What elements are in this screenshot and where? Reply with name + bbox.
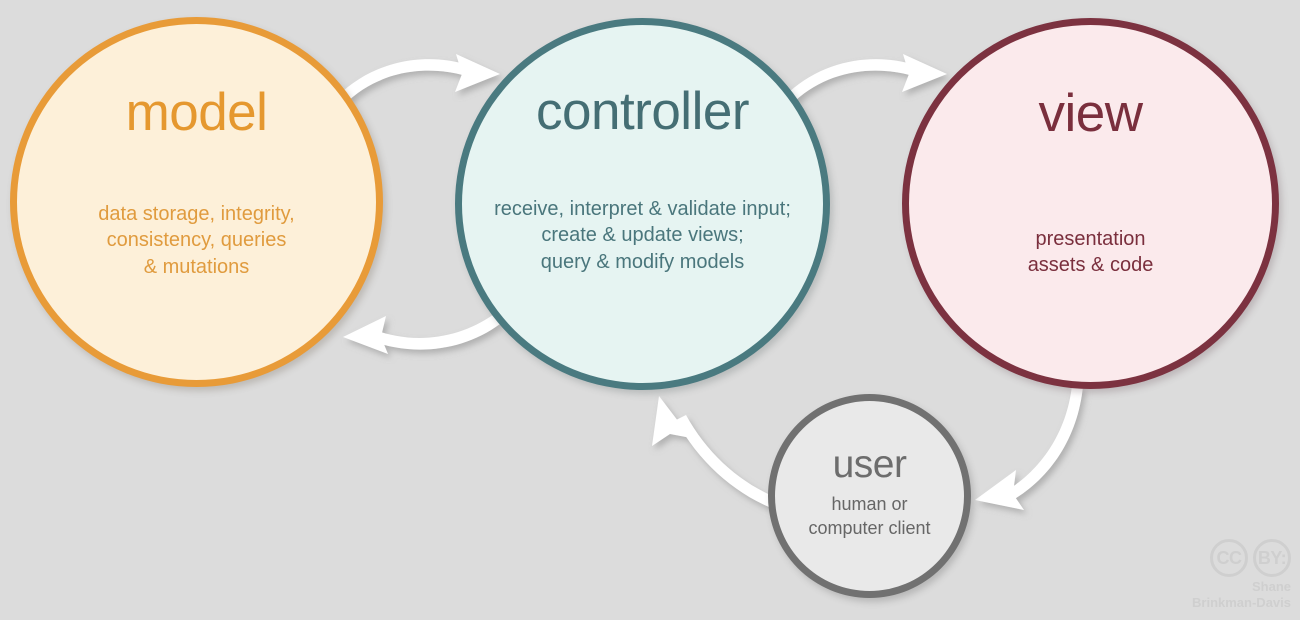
creative-commons-badge: CC BY: Shane Brinkman-Davis: [1192, 539, 1291, 610]
node-model-description: data storage, integrity, consistency, qu…: [98, 203, 295, 278]
cc-marks: CC BY:: [1210, 539, 1291, 578]
arrow-user-to-controller: [652, 396, 786, 512]
node-user-title: user: [832, 443, 907, 486]
node-view-title: view: [1038, 84, 1143, 143]
arrow-view-to-user: [975, 385, 1083, 510]
node-controller-description: receive, interpret & validate input; cre…: [494, 198, 791, 273]
arrow-model-to-controller: [342, 54, 500, 101]
arrow-controller-to-view: [789, 54, 947, 101]
node-model-title: model: [125, 83, 268, 142]
node-model[interactable]: model data storage, integrity, consisten…: [10, 17, 383, 387]
node-controller[interactable]: controller receive, interpret & validate…: [455, 18, 830, 390]
node-user[interactable]: user human or computer client: [768, 394, 971, 598]
node-user-description: human or computer client: [808, 494, 931, 538]
node-view-description: presentation assets & code: [1027, 228, 1154, 277]
node-controller-title: controller: [536, 82, 749, 141]
arrow-controller-to-model: [343, 314, 500, 354]
attribution-by-icon: BY:: [1253, 539, 1291, 578]
author-credit: Shane Brinkman-Davis: [1192, 579, 1291, 610]
creative-commons-icon: CC: [1210, 539, 1248, 578]
node-view[interactable]: view presentation assets & code: [902, 18, 1279, 389]
